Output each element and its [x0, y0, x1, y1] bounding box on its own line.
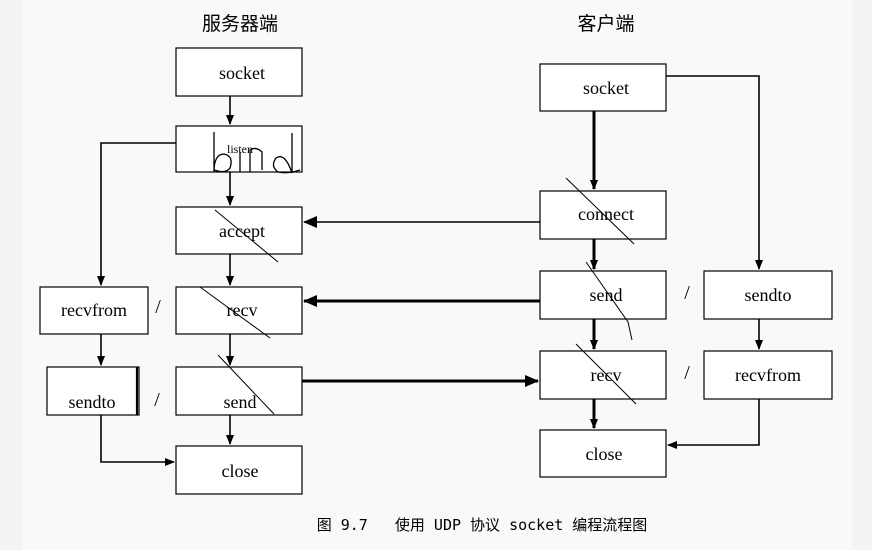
client-sendto-label: sendto	[745, 285, 792, 305]
server-socket-label: socket	[219, 63, 265, 83]
client-connect-node: connect	[539, 177, 667, 245]
strike-mark	[214, 209, 279, 263]
strike-mark	[565, 177, 635, 245]
server-send-node: send	[175, 354, 303, 416]
server-socket-node: socket	[175, 47, 303, 97]
arrow-recvfrom-to-close	[667, 399, 760, 449]
client-socket-label: socket	[583, 78, 629, 98]
client-close-node: close	[539, 429, 667, 478]
server-sendto-node: sendto	[46, 366, 140, 416]
client-separator-2: /	[684, 362, 690, 384]
client-close-label: close	[586, 444, 623, 464]
server-recvfrom-node: recvfrom	[39, 286, 149, 335]
server-recv-label: recv	[227, 300, 258, 320]
client-recv-label: recv	[591, 365, 622, 385]
arrow-socket-to-sendto	[666, 75, 763, 270]
arrow-sendto-to-close	[100, 415, 175, 466]
server-separator-1: /	[155, 296, 161, 318]
client-separator-1: /	[684, 282, 690, 304]
handwritten-bind-annotation	[213, 132, 301, 174]
right-margin	[852, 0, 872, 550]
server-listen-node: listen	[175, 125, 303, 173]
server-close-label: close	[222, 461, 259, 481]
server-separator-2: /	[154, 389, 160, 411]
server-listen-label: listen	[227, 142, 253, 156]
figure-caption: 图 9.7 使用 UDP 协议 socket 编程流程图	[317, 516, 648, 534]
client-socket-node: socket	[539, 63, 667, 112]
server-recvfrom-label: recvfrom	[61, 300, 127, 320]
client-recvfrom-node: recvfrom	[703, 350, 833, 400]
client-heading: 客户端	[577, 13, 634, 35]
left-margin	[0, 0, 22, 550]
server-heading: 服务器端	[202, 13, 278, 35]
server-send-label: send	[224, 392, 257, 412]
strike-mark	[575, 343, 637, 405]
client-recvfrom-label: recvfrom	[735, 365, 801, 385]
arrow-listen-to-recvfrom	[97, 142, 176, 286]
server-sendto-label: sendto	[69, 392, 116, 412]
strike-mark	[199, 286, 271, 339]
server-accept-label: accept	[219, 221, 265, 241]
server-close-node: close	[175, 445, 303, 495]
server-recv-node: recv	[175, 286, 303, 339]
client-recv-node: recv	[539, 343, 667, 405]
client-connect-label: connect	[578, 204, 634, 224]
server-accept-node: accept	[175, 206, 303, 263]
client-sendto-node: sendto	[703, 270, 833, 320]
client-send-node: send	[539, 261, 667, 341]
client-send-label: send	[590, 285, 623, 305]
strike-mark	[585, 261, 633, 341]
